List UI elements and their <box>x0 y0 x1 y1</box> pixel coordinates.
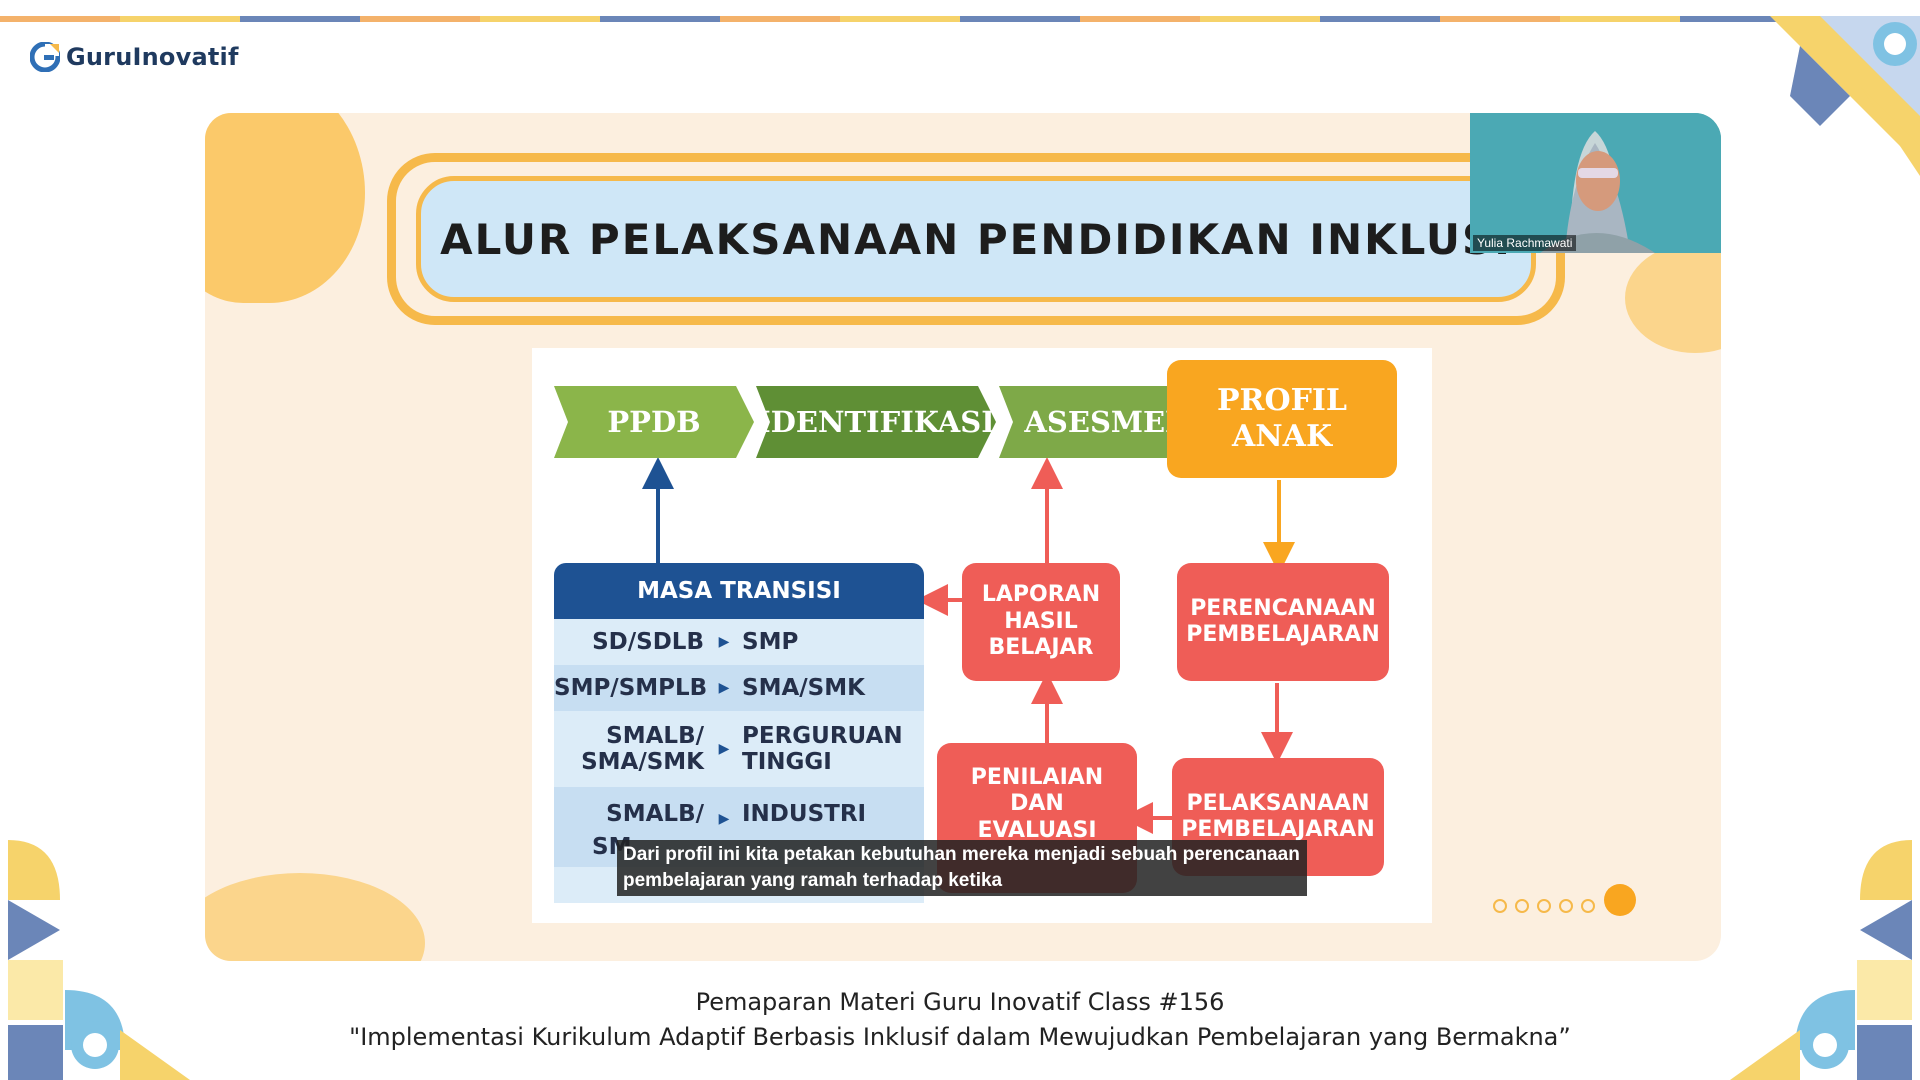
perencanaan-pembelajaran-box: PERENCANAAN PEMBELAJARAN <box>1177 563 1389 681</box>
brand-logo-top: GuruInovatif <box>30 42 239 72</box>
slide-title-frame: ALUR PELAKSANAAN PENDIDIKAN INKLUSI <box>387 153 1565 325</box>
flow-step-asesmen-shape <box>999 386 1217 458</box>
guruinovatif-logo-icon <box>30 42 60 72</box>
flow-step-identifikasi-shape <box>756 386 996 458</box>
subtitle-caption: Dari profil ini kita petakan kebutuhan m… <box>617 840 1307 896</box>
slide-title: ALUR PELAKSANAAN PENDIDIKAN INKLUSI <box>440 214 1512 264</box>
decor-blob-right <box>1625 243 1721 353</box>
brand-name: GuruInovatif <box>66 43 239 71</box>
profil-anak-line-1: PROFIL <box>1216 383 1348 418</box>
participant-name-label: Yulia Rachmawati <box>1473 235 1577 251</box>
flow-step-identifikasi: IDENTIFIKASI <box>757 405 995 439</box>
pelaksanaan-line-1: PELAKSANAAN <box>1186 790 1370 816</box>
transition-row: SMALB/ SMA/SMK ▶ PERGURUAN TINGGI <box>554 711 924 787</box>
laporan-line-3: BELAJAR <box>988 635 1094 661</box>
flow-step-ppdb: PPDB <box>607 405 701 439</box>
caption-line-1: Dari profil ini kita petakan kebutuhan m… <box>623 844 1300 865</box>
perencanaan-line-1: PERENCANAAN <box>1190 595 1376 621</box>
transition-from: SMALB/ <box>606 800 704 827</box>
triangle-right-icon: ▶ <box>718 634 730 650</box>
decor-blob-bottom-left <box>205 873 425 961</box>
masa-transisi-title: MASA TRANSISI <box>554 563 924 619</box>
laporan-hasil-belajar-box: LAPORAN HASIL BELAJAR <box>962 563 1120 681</box>
transition-row: SMALB/ ▶ INDUSTRI <box>554 787 924 827</box>
profil-anak-line-2: ANAK <box>1231 419 1333 454</box>
top-color-stripe <box>0 16 1920 22</box>
laporan-line-1: LAPORAN <box>981 582 1101 608</box>
corner-decoration-top-right <box>1770 16 1920 176</box>
laporan-line-2: HASIL <box>1004 608 1078 634</box>
profil-anak-box: PROFIL ANAK <box>1167 360 1397 478</box>
triangle-right-icon: ▶ <box>718 680 730 696</box>
flow-step-asesmen: ASESMEN <box>1024 405 1192 439</box>
inclusion-flow-diagram: PPDB IDENTIFIKASI ASESMEN PROFIL ANAK PE… <box>532 348 1432 923</box>
footer-session-title: "Implementasi Kurikulum Adaptif Berbasis… <box>349 1023 1571 1051</box>
transition-to: PERGURUAN TINGGI <box>742 722 903 775</box>
triangle-right-icon: ▶ <box>718 741 730 757</box>
pelaksanaan-line-2: PEMBELAJARAN <box>1181 817 1375 842</box>
corner-decoration-bottom-left <box>8 840 190 1080</box>
transition-from: SD/SDLB <box>592 628 704 655</box>
decor-blob-top-left <box>205 113 365 303</box>
penilaian-line-2: DAN <box>1010 791 1064 817</box>
participant-video-feed <box>1470 113 1721 253</box>
transition-to: SMP <box>742 628 799 655</box>
penilaian-line-1: PENILAIAN <box>970 765 1104 790</box>
caption-line-2: pembelajaran yang ramah terhadap ketika <box>623 870 1003 891</box>
transition-row: SMP/SMPLB ▶ SMA/SMK <box>554 665 924 711</box>
footer-event-title: Pemaparan Materi Guru Inovatif Class #15… <box>695 988 1225 1016</box>
triangle-right-icon: ▶ <box>718 811 730 827</box>
transition-from: SMP/SMPLB <box>554 674 708 701</box>
transition-to: INDUSTRI <box>742 800 867 827</box>
participant-video-tile[interactable]: Yulia Rachmawati <box>1470 113 1721 253</box>
corner-decoration-bottom-right <box>1730 840 1912 1080</box>
transition-from: SMALB/ SMA/SMK <box>581 722 704 775</box>
transition-row: SD/SDLB ▶ SMP <box>554 619 924 665</box>
slide-title-banner: ALUR PELAKSANAAN PENDIDIKAN INKLUSI <box>416 176 1536 302</box>
decorative-dots-icon <box>1493 884 1636 916</box>
shared-slide: ALUR PELAKSANAAN PENDIDIKAN INKLUSI <box>205 113 1721 961</box>
transition-to: SMA/SMK <box>742 674 865 701</box>
perencanaan-line-2: PEMBELAJARAN <box>1186 622 1380 647</box>
penilaian-line-3: EVALUASI <box>977 817 1097 843</box>
flow-step-ppdb-shape <box>554 386 754 458</box>
